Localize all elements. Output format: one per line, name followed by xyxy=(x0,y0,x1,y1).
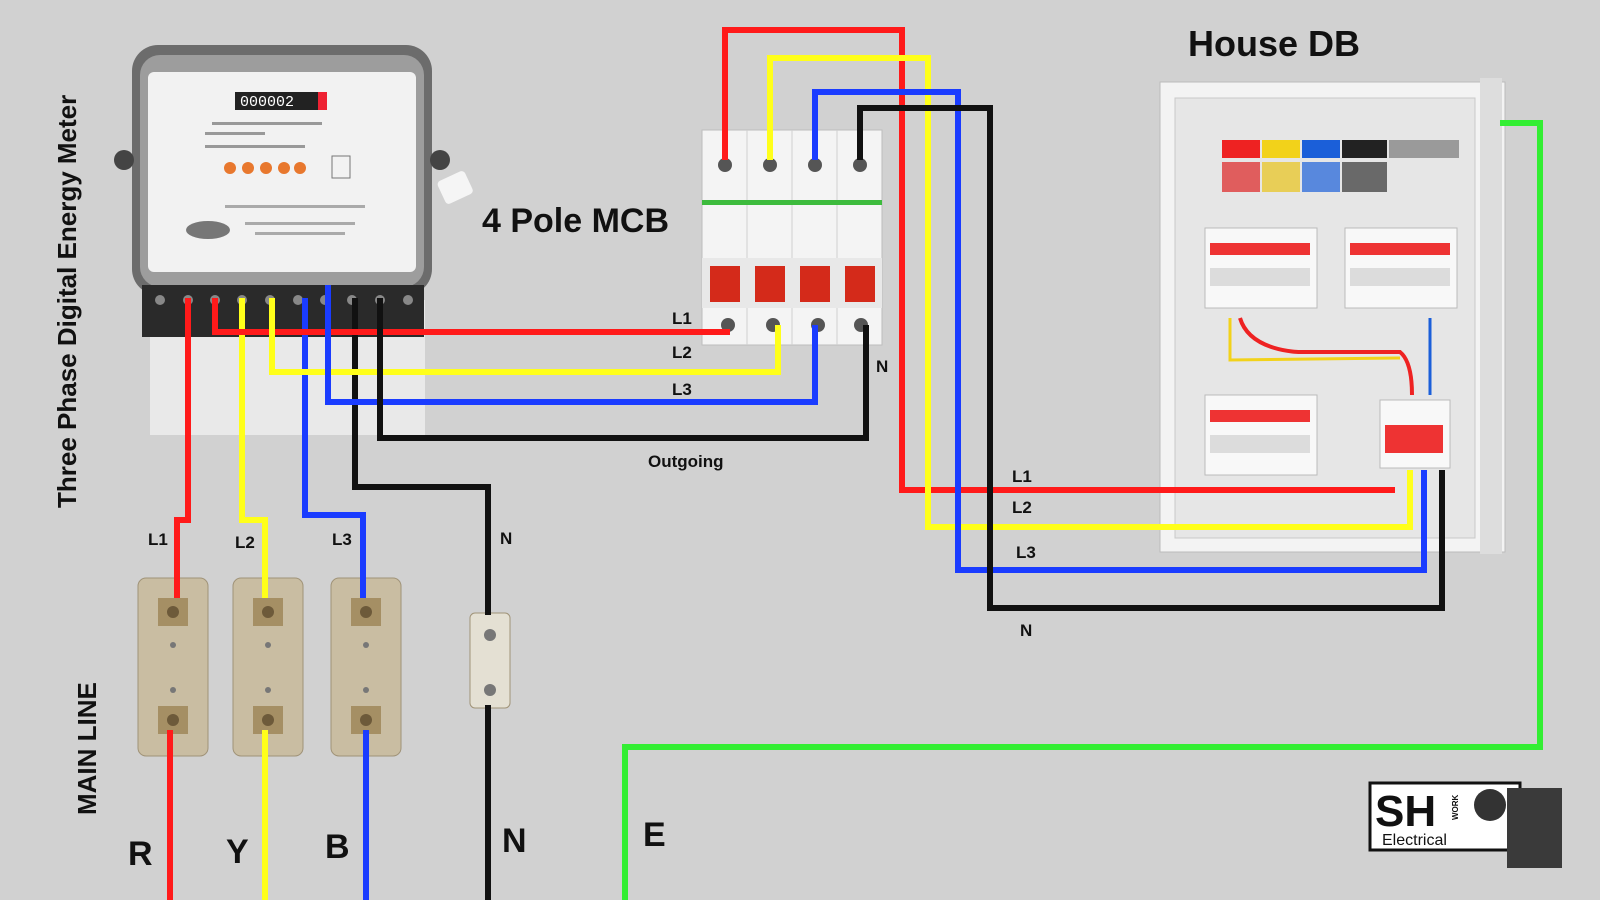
meter-title: Three Phase Digital Energy Meter xyxy=(52,95,82,508)
mcb-l1-label: L1 xyxy=(672,309,692,328)
fuse-l1-label: L1 xyxy=(148,530,168,549)
wire-l1-to-db xyxy=(722,27,1395,493)
db-main-breaker xyxy=(1379,399,1451,469)
meter-led xyxy=(224,162,236,174)
wiring xyxy=(167,27,1543,900)
supply-r-label: R xyxy=(128,835,153,873)
db-door-edge xyxy=(1480,78,1502,554)
db-n-label: N xyxy=(1020,621,1032,640)
logo-work: WORK xyxy=(1451,794,1460,820)
supply-n-label: N xyxy=(502,822,527,860)
wire-l3-to-db xyxy=(812,89,1427,573)
busbar-black xyxy=(1342,140,1387,158)
db-breaker-row-bottom-left xyxy=(1204,394,1318,476)
channel-logo: SH Electrical WORK xyxy=(1368,781,1562,868)
fuse-l2-label: L2 xyxy=(235,533,255,552)
meter-led xyxy=(278,162,290,174)
meter-display xyxy=(235,92,327,110)
outgoing-label: Outgoing xyxy=(648,452,724,471)
db-l3-label: L3 xyxy=(1016,543,1036,562)
meter-face-line xyxy=(205,132,265,135)
db-internal-red-wiring xyxy=(1238,317,1414,396)
mcb-toggle-4 xyxy=(845,266,875,302)
meter-face-line xyxy=(205,145,305,148)
meter-reading: 000002 xyxy=(240,94,294,111)
logo-avatar xyxy=(1474,789,1506,821)
wire-l3-out xyxy=(325,285,818,405)
logo-avatar-backdrop xyxy=(1507,788,1562,868)
mcb-l3-label: L3 xyxy=(672,380,692,399)
meter-mount-right xyxy=(430,150,450,170)
busbar-red-wires xyxy=(1222,162,1260,192)
meter-led xyxy=(260,162,272,174)
wire-r-to-meter xyxy=(174,298,191,598)
db-l1-label: L1 xyxy=(1012,467,1032,486)
wire-n-to-meter xyxy=(352,298,491,615)
mcb-title: 4 Pole MCB xyxy=(482,202,669,240)
meter-certification-mark xyxy=(331,155,351,179)
busbar-black-wires xyxy=(1342,162,1387,192)
db-internal-yellow-wiring xyxy=(1228,318,1401,362)
logo-letters: SH xyxy=(1375,787,1436,836)
meter-face-line xyxy=(212,122,322,125)
meter-led xyxy=(242,162,254,174)
db-breaker-row-top-right xyxy=(1344,227,1458,309)
meter-face-line xyxy=(245,222,355,225)
meter-face-line xyxy=(225,205,365,208)
meter-display-decimal xyxy=(318,92,327,110)
neutral-link xyxy=(469,612,511,709)
mcb-top-screws xyxy=(718,158,867,172)
wire-n-to-db xyxy=(857,105,1445,611)
house-db xyxy=(1159,78,1506,554)
mcb-brand-stripe xyxy=(702,200,882,205)
meter-led xyxy=(294,162,306,174)
meter-mount-left xyxy=(114,150,134,170)
busbar-red xyxy=(1222,140,1260,158)
db-l2-label: L2 xyxy=(1012,498,1032,517)
meter-brand-logo xyxy=(186,221,230,239)
supply-e-label: E xyxy=(643,816,666,854)
energy-meter: 000002 xyxy=(114,45,473,435)
wire-l1-out xyxy=(212,298,730,335)
busbar-blue xyxy=(1302,140,1340,158)
four-pole-mcb xyxy=(701,129,883,346)
wire-l2-out xyxy=(269,298,781,375)
fuse-carrier-r xyxy=(137,577,209,757)
fuse-l3-label: L3 xyxy=(332,530,352,549)
neutral-link-label: N xyxy=(500,529,512,548)
wire-n-out xyxy=(377,298,869,441)
wire-y-to-meter xyxy=(239,298,268,598)
fuse-carrier-b xyxy=(330,577,402,757)
meter-face-line xyxy=(255,232,345,235)
busbar-yellow-wires xyxy=(1262,162,1300,192)
fuse-carrier-y xyxy=(232,577,304,757)
wire-l2-to-db xyxy=(767,55,1413,530)
db-busbar xyxy=(1222,140,1459,192)
meter-seal xyxy=(437,171,473,204)
busbar-yellow xyxy=(1262,140,1300,158)
db-breaker-row-top-left xyxy=(1204,227,1318,309)
db-title: House DB xyxy=(1188,23,1360,64)
supply-b-label: B xyxy=(325,828,350,866)
mcb-toggle-2 xyxy=(755,266,785,302)
mcb-n-label: N xyxy=(876,357,888,376)
mcb-toggle-3 xyxy=(800,266,830,302)
logo-subtitle: Electrical xyxy=(1382,832,1447,849)
mcb-l2-label: L2 xyxy=(672,343,692,362)
supply-y-label: Y xyxy=(226,833,249,871)
busbar-earth xyxy=(1389,140,1459,158)
wire-b-to-meter xyxy=(302,298,366,598)
mainline-title: MAIN LINE xyxy=(72,682,102,815)
wire-earth xyxy=(622,120,1543,900)
mcb-toggle-1 xyxy=(710,266,740,302)
busbar-blue-wires xyxy=(1302,162,1340,192)
